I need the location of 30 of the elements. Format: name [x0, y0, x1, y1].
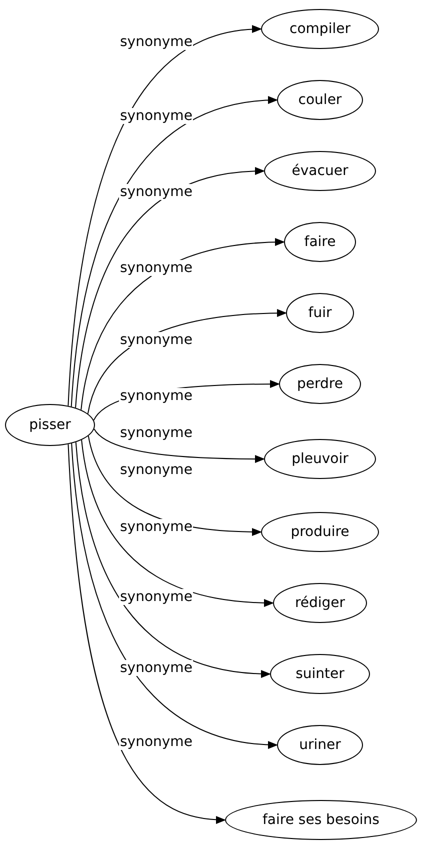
edge-label: synonyme [119, 332, 194, 348]
word-ellipse: suinter [270, 654, 370, 694]
word-ellipse: rédiger [273, 583, 367, 623]
arrow [68, 25, 262, 406]
arrow [94, 428, 265, 463]
arrow [71, 442, 278, 749]
word-ellipse: fuir [286, 293, 354, 333]
word-ellipse: pleuvoir [264, 439, 376, 479]
word-ellipse: couler [277, 80, 363, 120]
edge-label: synonyme [119, 519, 194, 535]
word-ellipse: compiler [261, 9, 379, 49]
arrow [70, 96, 278, 407]
edge-label: synonyme [119, 660, 194, 676]
word-ellipse: perdre [279, 364, 361, 404]
edge-label: synonyme [119, 260, 194, 276]
word-ellipse: faire [284, 222, 356, 262]
edge-label: synonyme [119, 589, 194, 605]
word-ellipse: produire [261, 512, 379, 552]
arrow [75, 442, 271, 678]
arrow [80, 238, 285, 410]
arrow [81, 439, 274, 607]
word-ellipse: pisser [5, 404, 95, 446]
arrow [75, 167, 265, 408]
edge-label: synonyme [119, 388, 194, 404]
arrow [68, 444, 226, 824]
word-ellipse: faire ses besoins [225, 800, 417, 840]
edge-label: synonyme [119, 184, 194, 200]
word-ellipse: évacuer [264, 151, 376, 191]
word-ellipse: uriner [277, 725, 363, 765]
edge-label: synonyme [119, 108, 194, 124]
